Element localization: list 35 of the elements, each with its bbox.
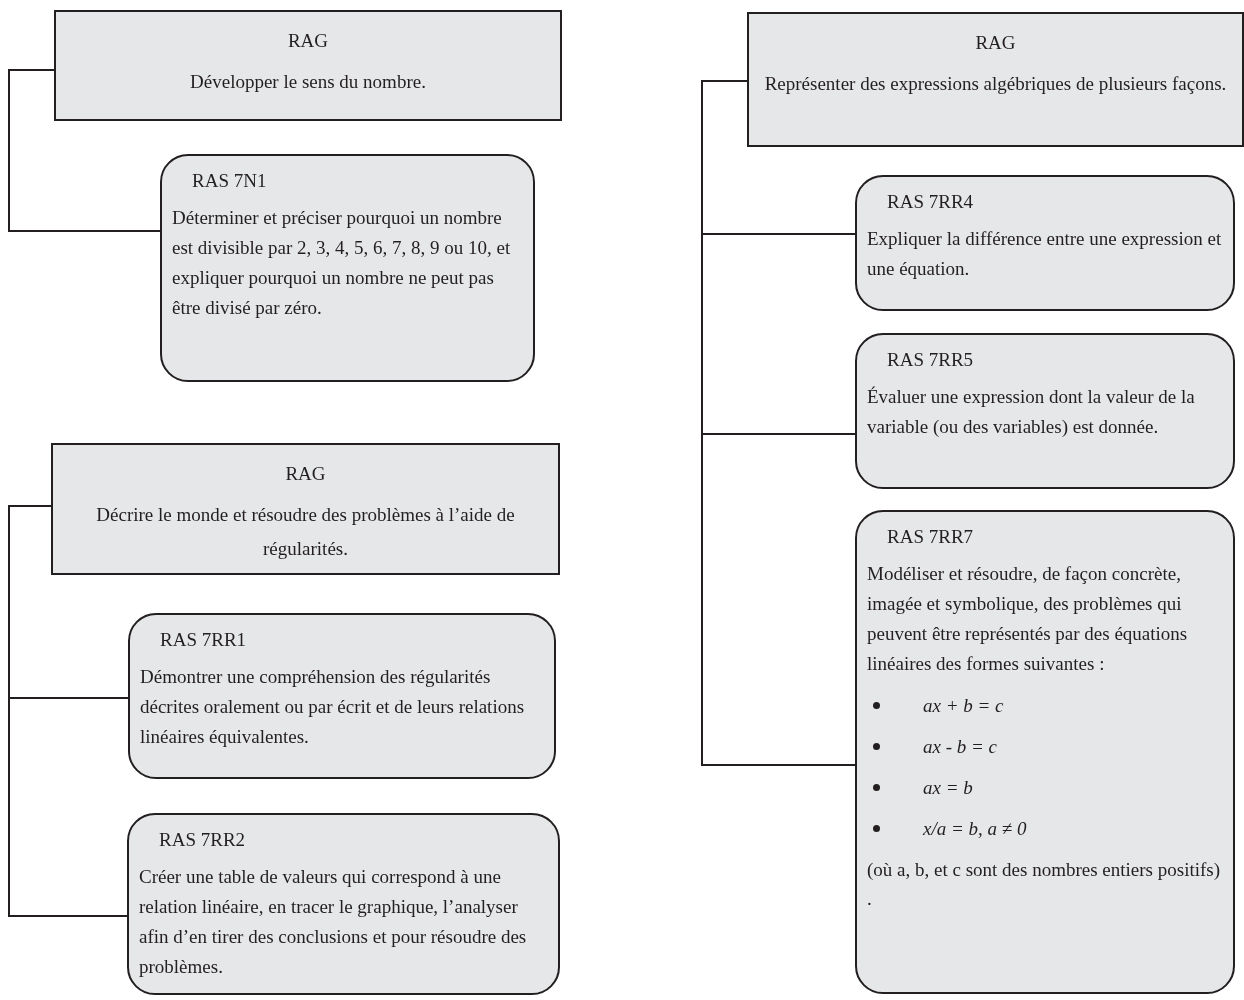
description: Développer le sens du nombre. bbox=[189, 70, 427, 94]
description: Décrire le monde et résoudre des problèmes à l’aide de régularités. bbox=[95, 503, 516, 561]
goal-box bbox=[51, 443, 560, 575]
description: Expliquer la différence entre une expression et une équation. bbox=[867, 227, 1223, 281]
connector-line bbox=[701, 80, 856, 766]
connector-line bbox=[8, 505, 128, 917]
description: Déterminer et préciser pourquoi un nombre est divisible par 2, 3, 4, 5, 6, 7, 8, 9 ou 10, et expliquer pourquoi un nombre ne peut pas être divisé par zéro. bbox=[172, 206, 512, 320]
formula: x/a = b, a ≠ 0 bbox=[923, 818, 1027, 839]
description: Démontrer une compréhension des régularités décrites oralement ou par écrit et de leurs relations linéaires équivalentes. bbox=[140, 665, 526, 749]
heading: RAG bbox=[286, 29, 330, 53]
heading: RAS 7RR4 bbox=[886, 190, 975, 214]
formula: ax = b bbox=[923, 777, 973, 798]
description: Modéliser et résoudre, de façon concrète, imagée et symbolique, des problèmes qui peuvent être représentés par des équations linéaires des formes suivantes : bbox=[867, 562, 1189, 676]
heading: RAG bbox=[974, 31, 1017, 55]
heading: RAS 7RR2 bbox=[158, 828, 247, 852]
outcome-box bbox=[160, 154, 535, 382]
formula: ax + b = c bbox=[923, 695, 1004, 716]
goal-box bbox=[54, 10, 562, 121]
heading: RAS 7N1 bbox=[191, 169, 268, 193]
outcome-box bbox=[128, 613, 556, 779]
description: Représenter des expressions algébriques de plusieurs façons. bbox=[763, 72, 1228, 96]
heading: RAS 7RR5 bbox=[886, 348, 975, 372]
outcome-box bbox=[855, 175, 1235, 311]
outcome-box bbox=[855, 510, 1235, 994]
heading: RAG bbox=[284, 462, 327, 486]
outcome-box bbox=[127, 813, 560, 995]
description: Créer une table de valeurs qui correspond à une relation linéaire, en tracer le graphique, l’analyser afin d’en tirer des conclusions et pour résoudre des problèmes. bbox=[139, 865, 528, 979]
outcome-box bbox=[855, 333, 1235, 489]
heading: RAS 7RR1 bbox=[159, 628, 248, 652]
description: Évaluer une expression dont la valeur de la variable (ou des variables) est donnée. bbox=[867, 385, 1196, 439]
heading: RAS 7RR7 bbox=[886, 525, 975, 549]
connector-line bbox=[8, 69, 161, 232]
note: (où a, b, et c sont des nombres entiers positifs) . bbox=[867, 858, 1221, 911]
formula: ax - b = c bbox=[923, 736, 997, 757]
goal-box bbox=[747, 12, 1244, 147]
